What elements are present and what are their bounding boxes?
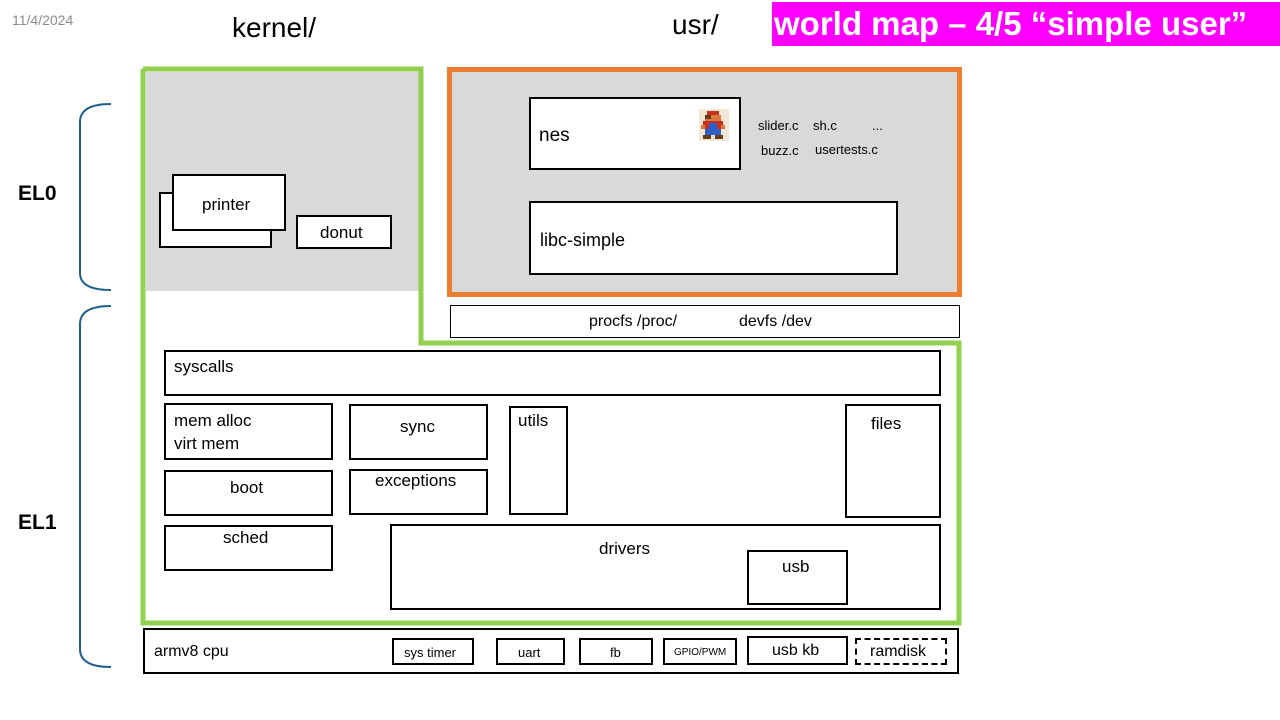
sys-timer-box: sys timer (392, 638, 474, 665)
syscalls-label: syscalls (174, 357, 234, 376)
procfs-label: procfs /proc/ (589, 313, 678, 330)
file-usertests: usertests.c (815, 142, 878, 157)
virt-mem-label: virt mem (174, 434, 240, 453)
donut-label: donut (320, 223, 363, 242)
gpio-box: GPIO/PWM (663, 638, 737, 665)
utils-box: utils (509, 406, 568, 515)
file-sh: sh.c (813, 118, 837, 133)
gpio-label: GPIO/PWM (674, 647, 727, 658)
kernel-boundary (140, 66, 962, 626)
usb-box: usb (747, 550, 848, 605)
files-label: files (871, 414, 902, 433)
devfs-label: devfs /dev (739, 313, 812, 330)
mario-icon (699, 109, 729, 141)
uart-label: uart (518, 645, 541, 660)
fb-label: fb (610, 645, 621, 660)
file-slider: slider.c (758, 118, 799, 133)
syscalls-box: syscalls (164, 350, 941, 396)
file-ellipsis: ... (872, 118, 883, 133)
sched-label: sched (223, 528, 269, 547)
fs-box: procfs /proc/ devfs /dev (450, 305, 960, 338)
sync-box: sync (349, 404, 488, 460)
donut-box: donut (296, 215, 392, 249)
slide-title: world map – 4/5 “simple user” (772, 2, 1280, 46)
el0-label: EL0 (18, 182, 57, 205)
fb-box: fb (579, 638, 653, 665)
files-box: files (845, 404, 941, 518)
nes-box: nes (529, 97, 741, 170)
drivers-label: drivers (599, 539, 651, 558)
kernel-dir-label: kernel/ (232, 12, 317, 43)
ramdisk-label: ramdisk (870, 643, 927, 660)
nes-label: nes (539, 125, 570, 146)
usb-label: usb (782, 557, 810, 576)
usb-kb-box: usb kb (747, 636, 848, 665)
usr-dir-label: usr/ (672, 9, 719, 40)
sys-timer-label: sys timer (404, 645, 456, 660)
libc-box: libc-simple (529, 201, 898, 275)
printer-label: printer (202, 195, 251, 214)
mem-alloc-label: mem alloc (174, 411, 252, 430)
file-buzz: buzz.c (761, 143, 799, 158)
exceptions-box: exceptions (349, 469, 488, 515)
usb-kb-label: usb kb (772, 642, 820, 659)
boot-box: boot (164, 470, 333, 516)
el0-brace (79, 103, 112, 291)
drivers-box: drivers (390, 524, 941, 610)
el1-label: EL1 (18, 511, 57, 534)
libc-label: libc-simple (540, 230, 626, 250)
slide-date: 11/4/2024 (12, 12, 74, 28)
sync-label: sync (400, 417, 435, 436)
el1-brace (79, 305, 112, 668)
utils-label: utils (518, 411, 549, 430)
printer-box: printer (172, 174, 286, 231)
cpu-label: armv8 cpu (154, 643, 229, 660)
mem-box: mem alloc virt mem (164, 403, 333, 460)
exceptions-label: exceptions (375, 471, 457, 490)
sched-box: sched (164, 525, 333, 571)
boot-label: boot (230, 478, 264, 497)
ramdisk-box: ramdisk (855, 638, 947, 665)
uart-box: uart (496, 638, 565, 665)
